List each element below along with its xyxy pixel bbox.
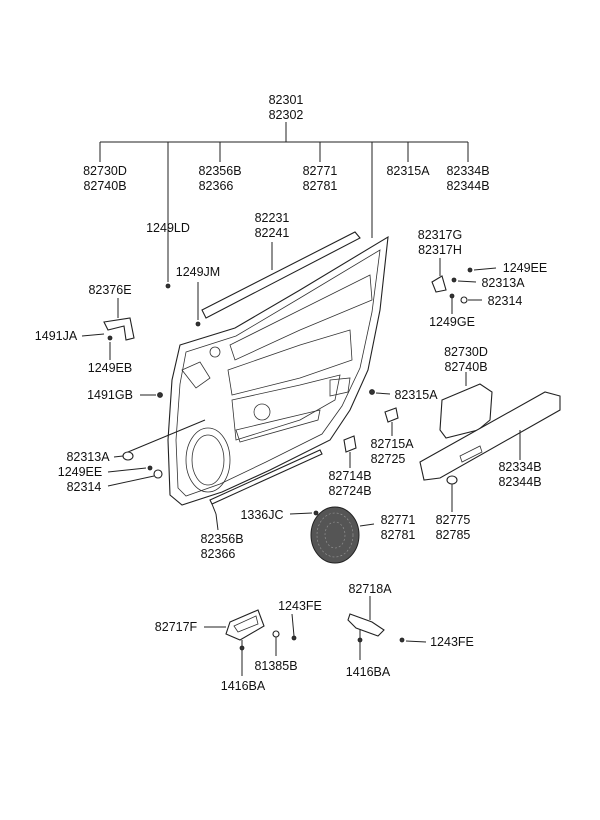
assembly-tree xyxy=(99,122,469,320)
label-g-1: 82231 xyxy=(255,211,290,225)
label-w-1: 82715A xyxy=(370,437,414,451)
label-j: 1491JA xyxy=(35,329,78,343)
lower-strip xyxy=(209,449,323,505)
label-ac-2: 82366 xyxy=(201,547,236,561)
label-ah: 1416BA xyxy=(221,679,266,693)
label-top-2: 82302 xyxy=(269,108,304,122)
label-ai: 1243FE xyxy=(430,635,474,649)
label-i: 82376E xyxy=(88,283,131,297)
label-b-1: 82356B xyxy=(198,164,241,178)
label-ae: 1243FE xyxy=(278,599,322,613)
bracket-82717f xyxy=(204,609,297,676)
speaker-grille xyxy=(310,506,360,564)
label-u-1: 82730D xyxy=(444,345,488,359)
label-v: 82315A xyxy=(394,388,438,402)
label-q: 1249EE xyxy=(503,261,547,275)
label-a-2: 82740B xyxy=(83,179,126,193)
label-ad: 82718A xyxy=(348,582,392,596)
label-u-2: 82740B xyxy=(444,360,487,374)
clip-82315a xyxy=(369,389,375,395)
label-a-1: 82730D xyxy=(83,164,127,178)
label-y-2: 82344B xyxy=(498,475,541,489)
belt-molding xyxy=(201,231,361,319)
label-e-2: 82344B xyxy=(446,179,489,193)
label-d: 82315A xyxy=(386,164,430,178)
label-b-2: 82366 xyxy=(199,179,234,193)
label-c-2: 82781 xyxy=(303,179,338,193)
label-ab-2: 82781 xyxy=(381,528,416,542)
label-s: 82314 xyxy=(488,294,523,308)
label-z-1: 82775 xyxy=(436,513,471,527)
clip-82715a xyxy=(384,407,399,423)
label-x-1: 82714B xyxy=(328,469,371,483)
label-y-1: 82334B xyxy=(498,460,541,474)
label-r: 82313A xyxy=(481,276,525,290)
label-e-1: 82334B xyxy=(446,164,489,178)
label-m: 82313A xyxy=(66,450,110,464)
label-f: 1249LD xyxy=(146,221,190,235)
label-w-2: 82725 xyxy=(371,452,406,466)
label-aa: 1336JC xyxy=(240,508,283,522)
part-labels: 82301 82302 82730D 82740B 82356B 82366 8… xyxy=(35,93,547,693)
label-ab-1: 82771 xyxy=(381,513,416,527)
washer-82314-left xyxy=(153,469,163,479)
screw-1336jc xyxy=(313,510,319,516)
cap-82313a-left xyxy=(122,451,134,461)
screw-1249ee-left xyxy=(147,465,153,471)
label-aj: 1416BA xyxy=(346,665,391,679)
switch-82775 xyxy=(446,475,458,485)
clip-1491gb xyxy=(157,392,163,398)
clip-82714b xyxy=(343,435,357,453)
label-ag: 81385B xyxy=(254,659,297,673)
label-h: 1249JM xyxy=(176,265,220,279)
label-g-2: 82241 xyxy=(255,226,290,240)
screw-1249jm xyxy=(195,321,201,327)
bracket-82718a xyxy=(347,596,427,660)
label-z-2: 82785 xyxy=(436,528,471,542)
label-p-2: 82317H xyxy=(418,243,462,257)
armrest-pad xyxy=(439,383,493,439)
label-l: 1491GB xyxy=(87,388,133,402)
label-o: 82314 xyxy=(67,480,102,494)
screw-1249ld xyxy=(165,283,171,289)
armrest-handle xyxy=(419,391,561,481)
door-trim-panel xyxy=(167,235,389,506)
label-c-1: 82771 xyxy=(303,164,338,178)
label-ac-1: 82356B xyxy=(200,532,243,546)
handle-bracket-82317g xyxy=(431,258,497,314)
label-p-1: 82317G xyxy=(418,228,462,242)
label-top-1: 82301 xyxy=(269,93,304,107)
label-k: 1249EB xyxy=(88,361,132,375)
label-af: 82717F xyxy=(155,620,198,634)
label-x-2: 82724B xyxy=(328,484,371,498)
bracket-82376e xyxy=(103,298,135,341)
label-n: 1249EE xyxy=(58,465,102,479)
label-t: 1249GE xyxy=(429,315,475,329)
